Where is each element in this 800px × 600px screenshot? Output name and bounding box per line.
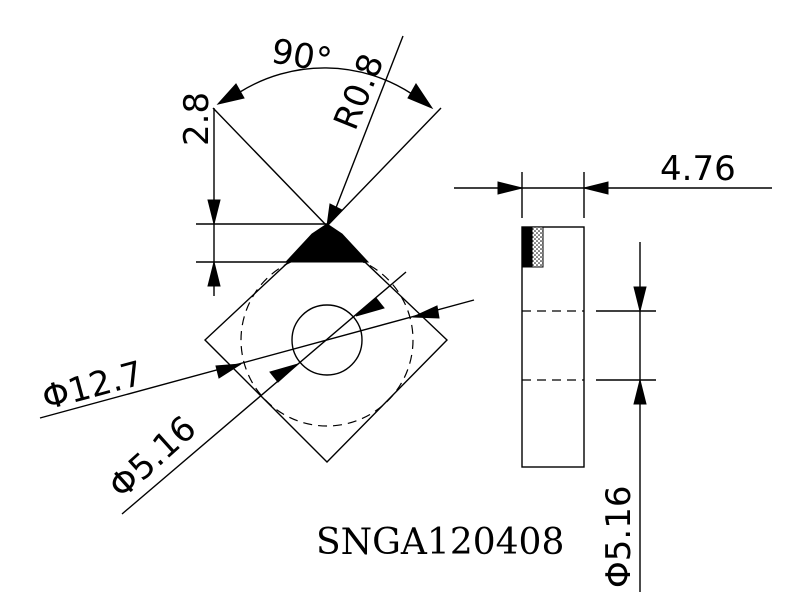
front-view (203, 223, 448, 463)
chamfer-dimension: 2.8 (177, 92, 327, 296)
chamfer-tip-fill (284, 223, 370, 263)
insert-outline (203, 225, 448, 463)
hole-side-dimension: Φ5.16 (596, 242, 656, 592)
chamfer-label: 2.8 (177, 92, 217, 146)
hole-front-dimension: Φ5.16 (101, 271, 407, 515)
radius-label: R0.8 (326, 48, 392, 135)
side-chamfer-solid (521, 226, 533, 268)
hole-side-label: Φ5.16 (599, 486, 639, 588)
center-hole (291, 304, 363, 376)
inscribed-circle-label: Φ12.7 (38, 354, 147, 419)
thickness-dimension: 4.76 (454, 149, 772, 218)
inscribed-circle-dimension: Φ12.7 (38, 299, 475, 419)
side-view (521, 226, 585, 468)
angle-dimension: 90° (212, 31, 442, 227)
side-chamfer-hatch (531, 226, 544, 268)
side-outline (521, 226, 585, 468)
thickness-label: 4.76 (660, 149, 736, 189)
radius-leader: R0.8 (326, 35, 404, 228)
model-title: SNGA120408 (316, 522, 564, 563)
inscribed-circle-dashed (240, 253, 414, 427)
